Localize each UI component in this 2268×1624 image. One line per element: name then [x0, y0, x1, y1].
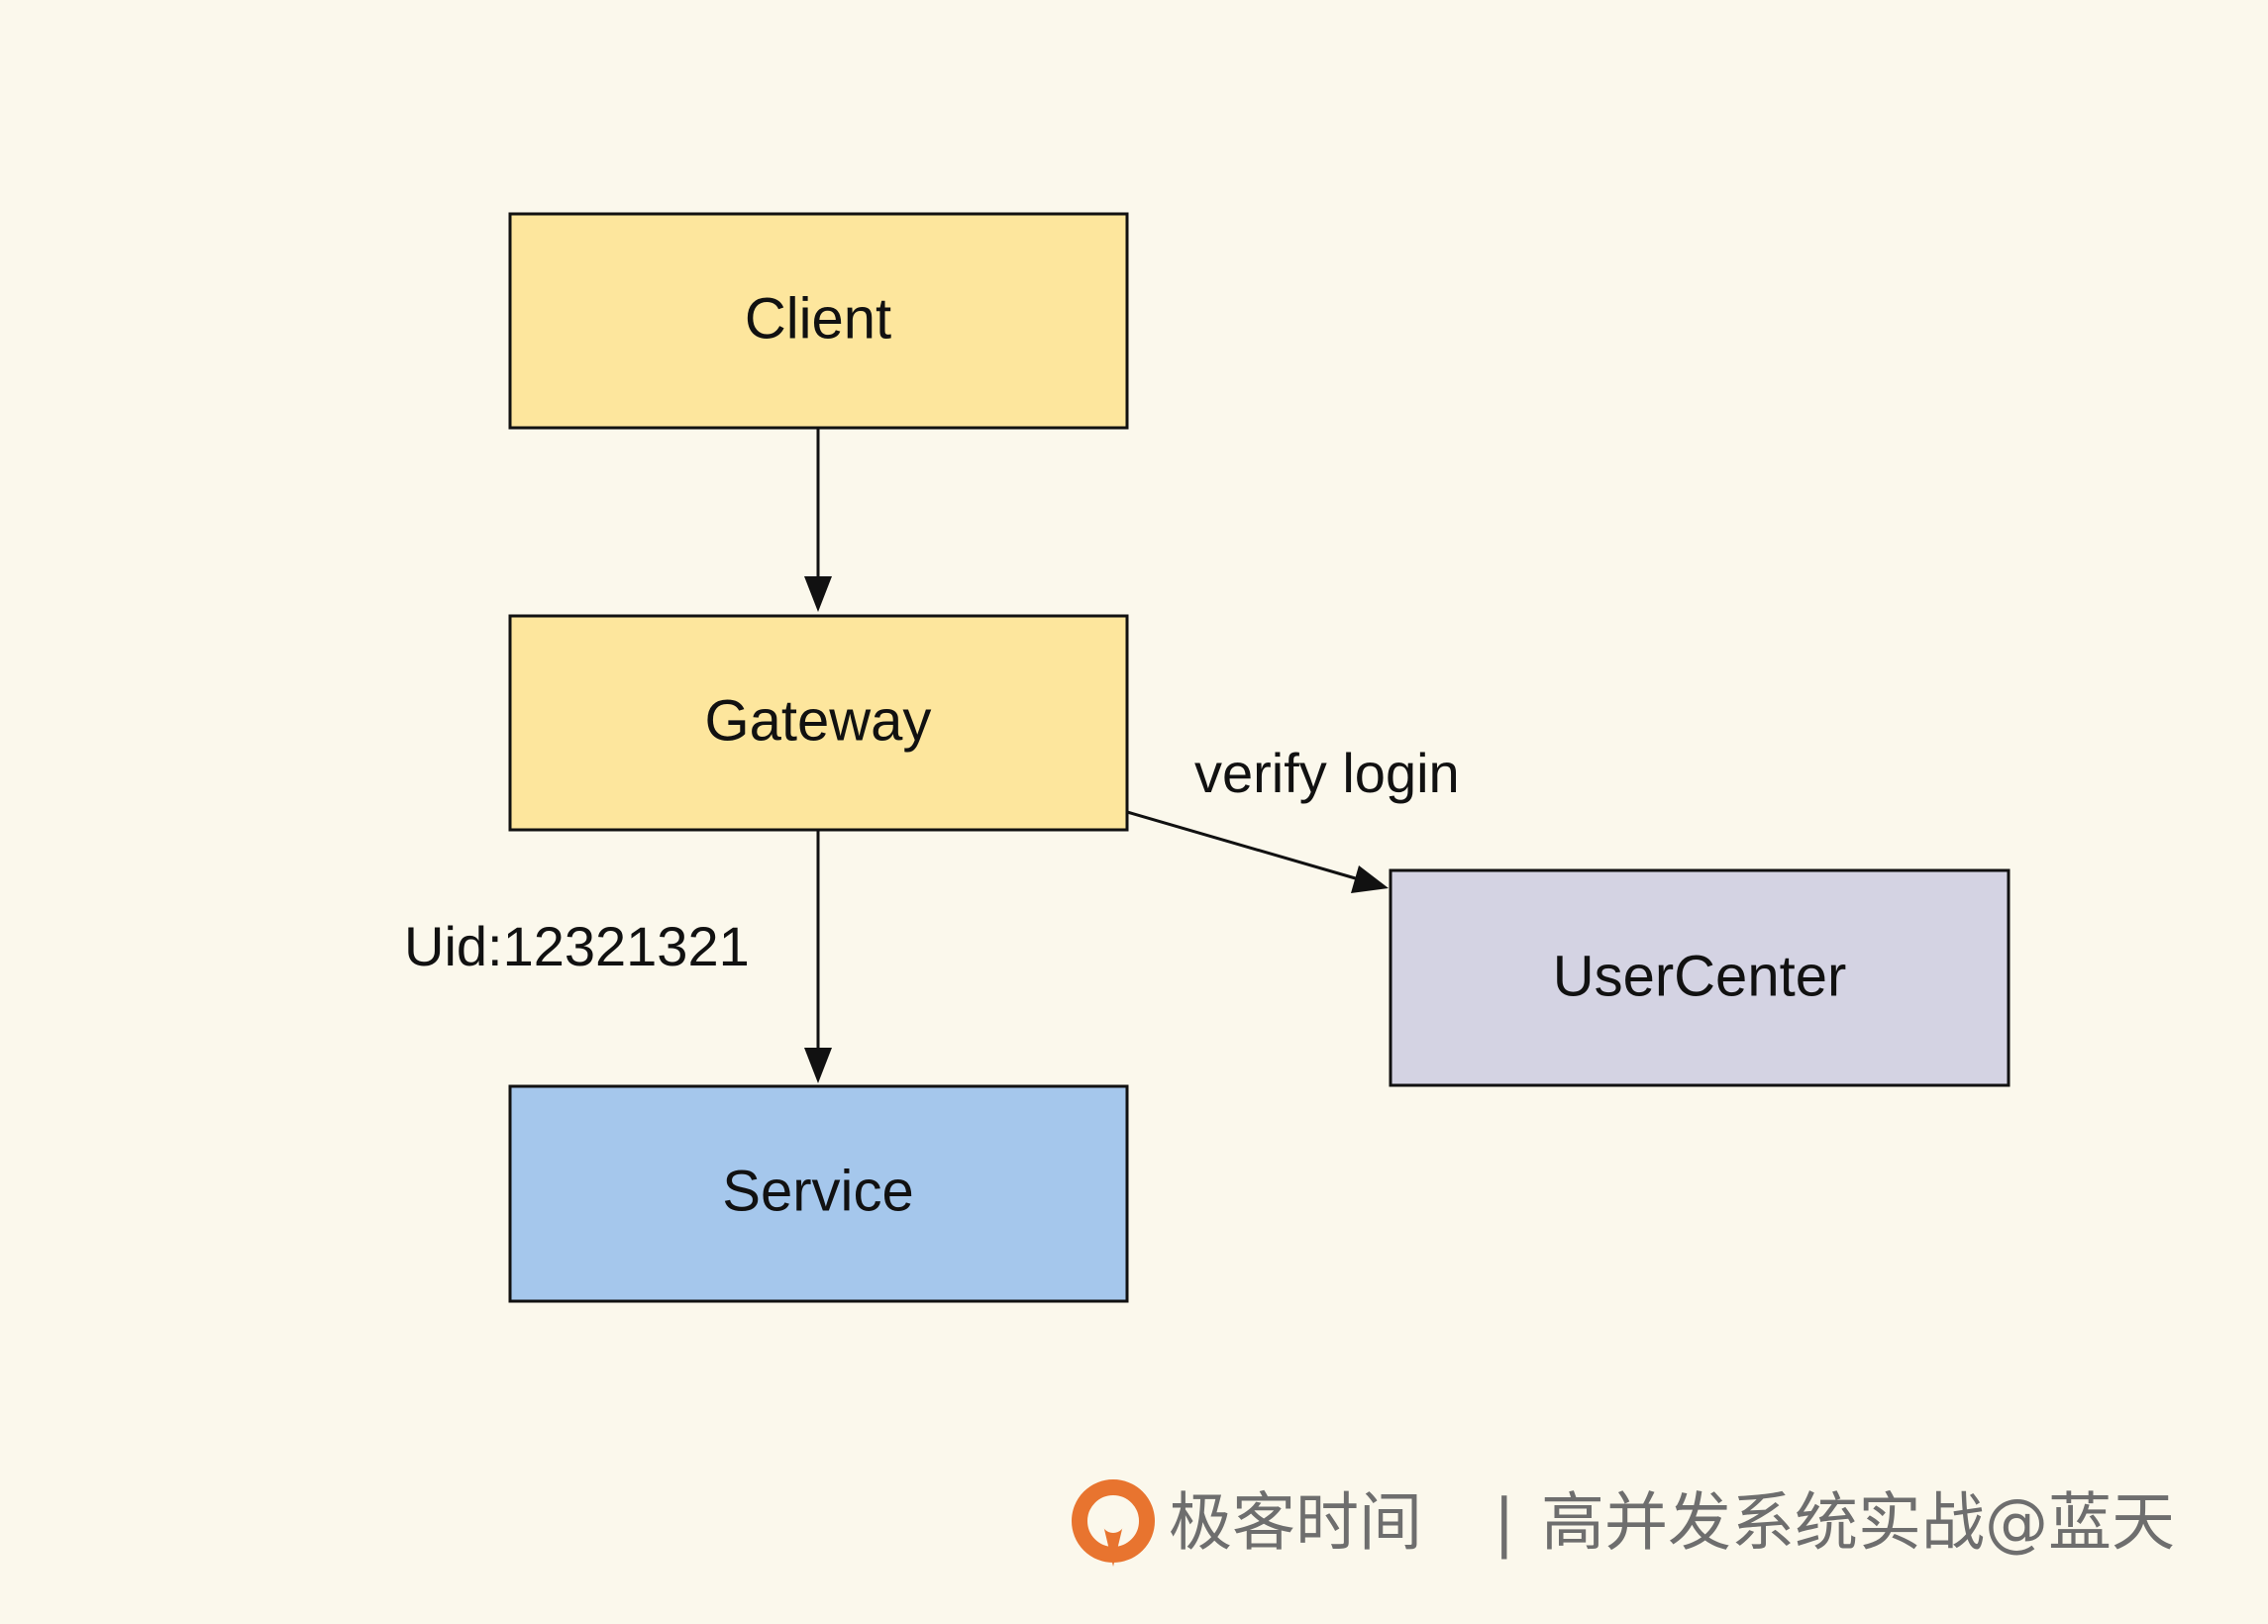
- watermark-separator: |: [1494, 1487, 1515, 1561]
- edge-label-uid: Uid:12321321: [404, 915, 750, 977]
- edge-label-verify-login: verify login: [1194, 742, 1460, 804]
- edge-gateway-to-usercenter: [1126, 810, 1360, 881]
- node-usercenter: UserCenter: [1389, 868, 2010, 1087]
- gateway-label: Gateway: [705, 688, 932, 753]
- arrowhead-gateway-to-service: [804, 1048, 832, 1083]
- node-gateway: Gateway: [508, 614, 1129, 832]
- watermark-brand: 极客时间: [1169, 1487, 1422, 1561]
- watermark: 极客时间 | 高并发系统实战@蓝天: [1072, 1479, 2175, 1567]
- service-label: Service: [722, 1159, 913, 1223]
- watermark-course: 高并发系统实战@蓝天: [1541, 1487, 2175, 1561]
- geektime-logo-icon: [1072, 1479, 1155, 1567]
- usercenter-label: UserCenter: [1553, 944, 1847, 1008]
- usercenter-box: [1389, 868, 2010, 1087]
- arrowhead-client-to-gateway: [804, 576, 832, 612]
- node-client: Client: [508, 212, 1129, 430]
- arrowhead-gateway-to-usercenter: [1351, 865, 1389, 893]
- service-box: [508, 1084, 1129, 1303]
- edges: [804, 428, 1389, 1083]
- client-label: Client: [745, 286, 891, 351]
- gateway-box: [508, 614, 1129, 832]
- node-service: Service: [508, 1084, 1129, 1303]
- client-box: [508, 212, 1129, 430]
